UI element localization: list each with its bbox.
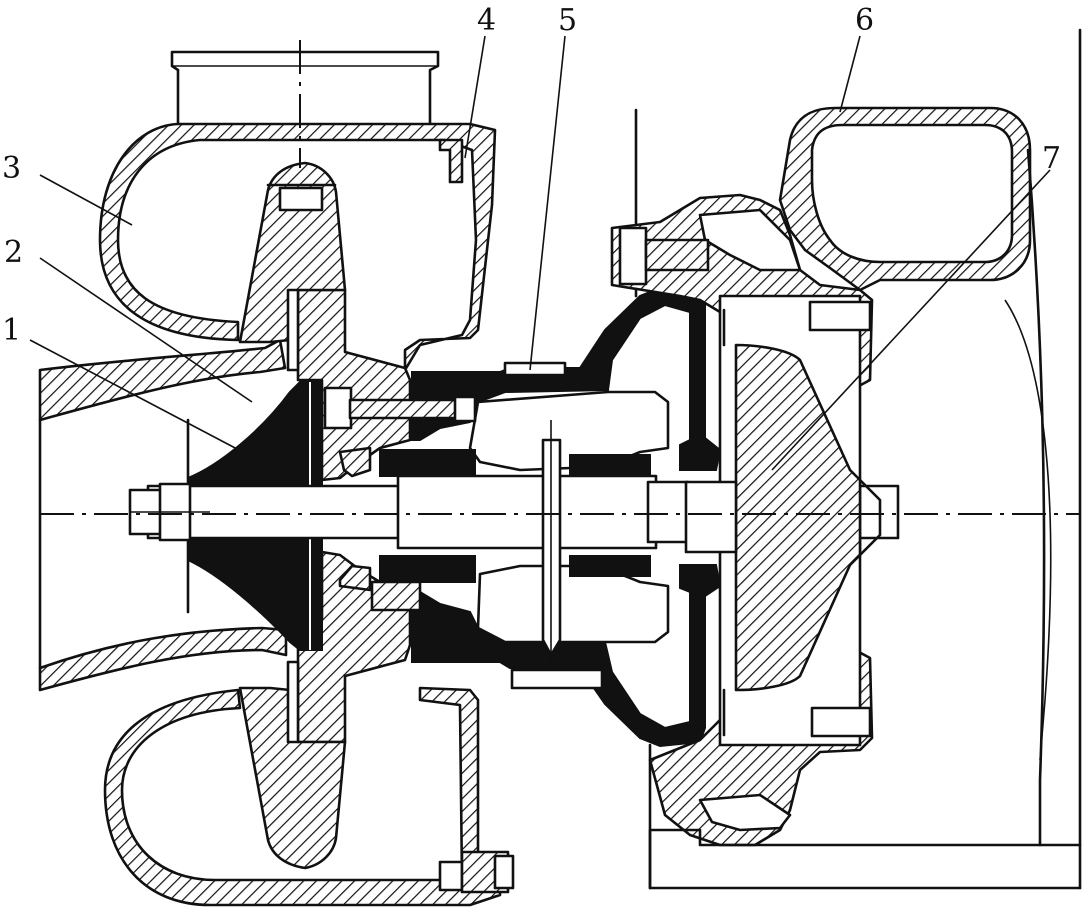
top-nut: [278, 186, 324, 212]
label-3: 3: [2, 151, 21, 186]
label-6: 6: [855, 3, 874, 38]
leader-lines: [29, 35, 1051, 471]
label-2: 2: [4, 235, 23, 270]
compressor-bolt-lower: [438, 850, 515, 894]
label-5: 5: [558, 3, 577, 38]
label-4: 4: [477, 3, 496, 38]
turbine-housing: [610, 28, 1082, 890]
label-7: 7: [1042, 141, 1061, 176]
compressor-housing: [38, 50, 502, 907]
label-1: 1: [2, 313, 21, 348]
bearing-housing: [323, 286, 722, 748]
